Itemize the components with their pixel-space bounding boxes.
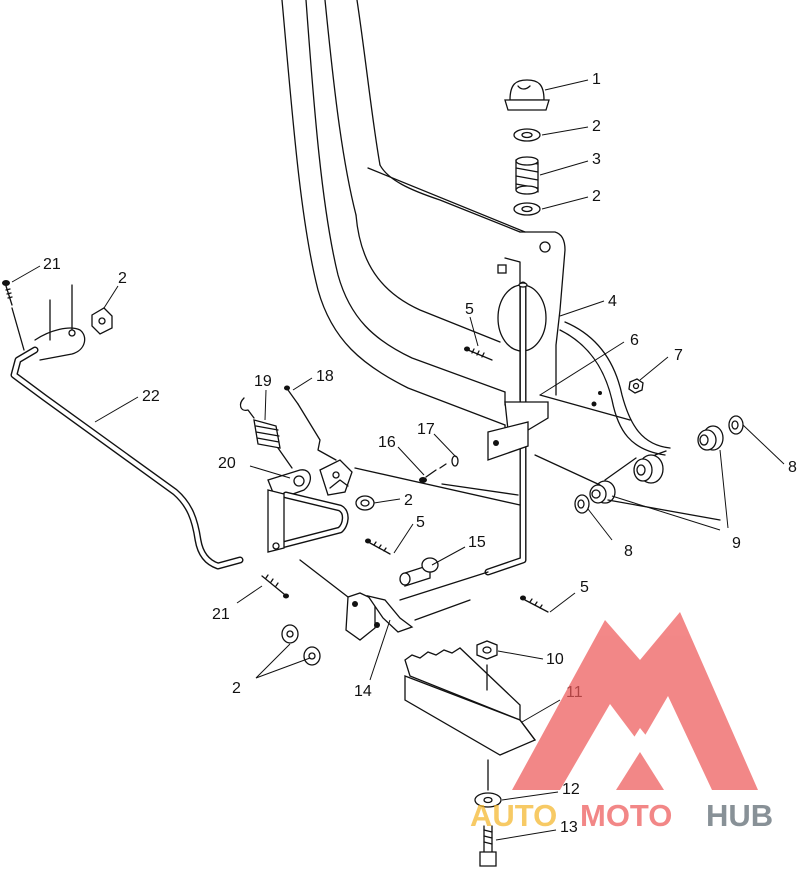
pedal-bracket	[487, 391, 602, 461]
callout-15: 15	[468, 534, 486, 551]
frame-panel	[281, 0, 671, 456]
callout-2-b: 2	[592, 188, 601, 205]
callout-2-d: 2	[404, 492, 413, 509]
bolt-21-upper	[2, 280, 25, 351]
logo-word-auto: AUTO	[470, 798, 557, 833]
bolt-5-lower	[520, 595, 549, 613]
callout-20: 20	[218, 455, 236, 472]
callout-4: 4	[608, 293, 617, 310]
bushing-set-9	[589, 425, 724, 504]
washer-2-left	[91, 307, 113, 335]
nut-7	[628, 378, 644, 394]
pin-18	[284, 385, 337, 461]
callout-5-c: 5	[580, 579, 589, 596]
callout-14: 14	[354, 683, 372, 700]
nut-10	[476, 640, 498, 660]
bolt-21-lower	[261, 574, 289, 599]
spring	[515, 156, 539, 195]
callout-6: 6	[630, 332, 639, 349]
callout-1: 1	[592, 71, 601, 88]
bolt-13	[479, 825, 497, 867]
watermark-logo: AUTO MOTO HUB	[470, 612, 773, 833]
callout-16: 16	[378, 434, 396, 451]
callout-21-b: 21	[212, 606, 230, 623]
washer-lower	[513, 202, 541, 216]
callout-labels: 1 2 3 2 21 2 4 5 6 7 22 19 18 16 17 20 2…	[43, 71, 797, 836]
pivot-bolt	[399, 557, 439, 587]
callout-10: 10	[546, 651, 564, 668]
callout-9: 9	[732, 535, 741, 552]
brake-pedal	[404, 647, 537, 756]
washer-top	[513, 128, 541, 142]
callout-12: 12	[562, 781, 580, 798]
callout-17: 17	[417, 421, 435, 438]
washer-8-right	[728, 415, 744, 435]
bolt-16-17	[419, 455, 459, 483]
logo-word-moto: MOTO	[580, 798, 672, 833]
clevis-plate	[319, 459, 353, 496]
logo-word-hub: HUB	[706, 798, 773, 833]
callout-7: 7	[674, 347, 683, 364]
callout-18: 18	[316, 368, 334, 385]
logo-triangle-mark	[512, 612, 758, 790]
bolt-5-mid	[365, 538, 391, 555]
return-spring	[239, 397, 293, 469]
connector-lines	[299, 454, 721, 791]
callout-2-e: 2	[232, 680, 241, 697]
callout-19: 19	[254, 373, 272, 390]
callout-22: 22	[142, 388, 160, 405]
callout-2-c: 2	[118, 270, 127, 287]
linkage-rod	[10, 284, 244, 570]
pivot-arm	[267, 469, 349, 553]
callout-5-b: 5	[416, 514, 425, 531]
washer-8-left	[574, 494, 590, 514]
washers-2-bottom	[281, 624, 321, 666]
callout-8-a: 8	[788, 459, 797, 476]
leader-lines	[11, 79, 785, 841]
callout-3: 3	[592, 151, 601, 168]
washer-2-mid	[355, 495, 375, 511]
callout-13: 13	[560, 819, 578, 836]
callout-2-a: 2	[592, 118, 601, 135]
callout-8-b: 8	[624, 543, 633, 560]
washer-12	[474, 792, 502, 808]
callout-21-a: 21	[43, 256, 61, 273]
cap-nut	[504, 79, 550, 111]
callout-5-a: 5	[465, 301, 474, 318]
bolt-5-upper	[464, 346, 493, 361]
pedal-mount	[345, 592, 414, 641]
